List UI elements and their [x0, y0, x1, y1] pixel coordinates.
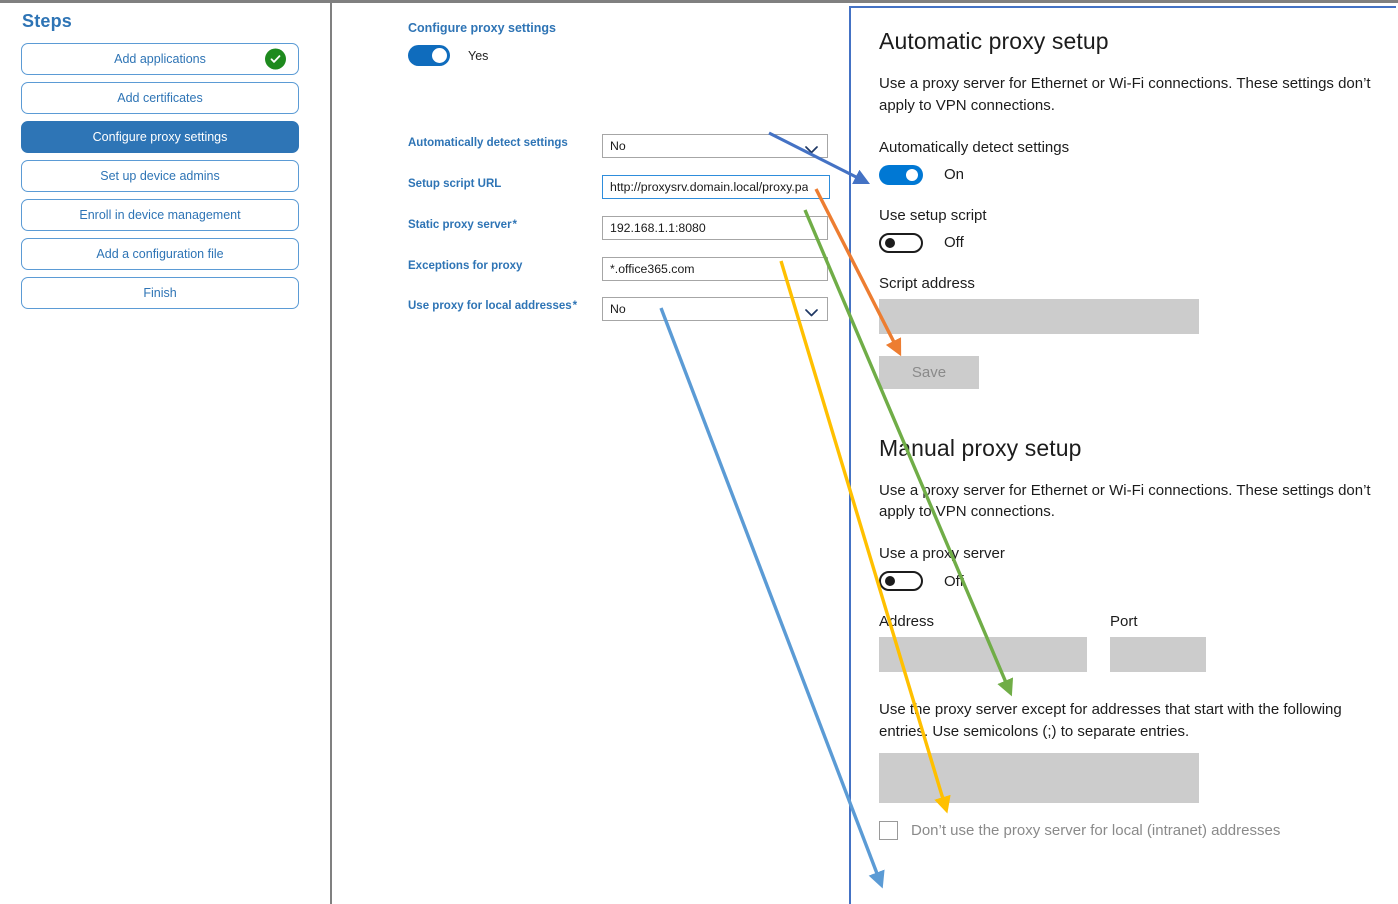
bypass-local-label: Don’t use the proxy server for local (in… [911, 821, 1281, 839]
chevron-down-icon [805, 142, 818, 154]
use-setup-script-toggle-row[interactable]: Off [879, 232, 1389, 253]
windows-settings-content: Automatic proxy setup Use a proxy server… [879, 8, 1389, 840]
field-label: Exceptions for proxy [408, 260, 523, 272]
port-label: Port [1110, 613, 1138, 630]
field-label: Automatically detect settings [408, 137, 568, 149]
toggle-knob [885, 237, 895, 248]
configure-proxy-toggle-row[interactable]: Yes [408, 45, 488, 66]
form-heading: Configure proxy settings [408, 21, 556, 35]
step-label: Set up device admins [100, 168, 220, 183]
bypass-local-checkbox[interactable] [879, 820, 898, 840]
configure-proxy-toggle[interactable] [408, 45, 450, 66]
address-label: Address [879, 613, 935, 630]
top-divider [0, 0, 1398, 3]
chevron-down-icon [805, 305, 818, 317]
field-use-proxy-for-local-addresses: Use proxy for local addresses * No [408, 297, 828, 321]
sidebar-item-add-a-configuration-file[interactable]: Add a configuration file [21, 238, 299, 270]
steps-title: Steps [22, 11, 73, 31]
toggle-knob [906, 168, 918, 181]
toggle-knob [885, 576, 895, 586]
exceptions-input[interactable] [879, 752, 1199, 803]
configure-proxy-toggle-value: Yes [468, 48, 489, 63]
step-label: Add certificates [117, 90, 203, 105]
exceptions-description: Use the proxy server except for addresse… [879, 701, 1342, 740]
sidebar-item-finish[interactable]: Finish [21, 277, 299, 309]
save-button[interactable]: Save [879, 355, 979, 389]
field-label: Setup script URL [408, 178, 502, 190]
script-address-label: Script address [879, 274, 975, 292]
toggle-knob [432, 48, 447, 63]
sidebar-item-add-certificates[interactable]: Add certificates [21, 82, 299, 114]
field-value: 192.168.1.1:8080 [610, 221, 706, 235]
sidebar-item-set-up-device-admins[interactable]: Set up device admins [21, 160, 299, 192]
automatically-detect-settings-select[interactable]: No [602, 134, 828, 158]
field-exceptions-for-proxy: Exceptions for proxy *.office365.com [408, 257, 828, 281]
auto-detect-settings-state: On [944, 166, 965, 183]
proxy-form-panel: Configure proxy settings Yes Automatical… [334, 3, 832, 904]
field-setup-script-url: Setup script URL http://proxysrv.domain.… [408, 175, 830, 199]
automatic-proxy-setup-description: Use a proxy server for Ethernet or Wi-Fi… [879, 75, 1371, 114]
field-static-proxy-server: Static proxy server * 192.168.1.1:8080 [408, 216, 828, 240]
auto-detect-settings-toggle[interactable] [879, 164, 923, 185]
use-a-proxy-server-label: Use a proxy server [879, 545, 1005, 562]
sidebar-item-enroll-in-device-management[interactable]: Enroll in device management [21, 199, 299, 231]
steps-panel: Steps Add applications Add certificates … [0, 3, 332, 904]
use-a-proxy-server-toggle[interactable] [879, 571, 923, 591]
automatic-proxy-setup-heading: Automatic proxy setup [879, 28, 1109, 54]
windows-proxy-settings-panel: Automatic proxy setup Use a proxy server… [849, 6, 1396, 904]
step-label: Add applications [114, 51, 206, 66]
required-marker: * [511, 219, 517, 231]
step-label: Finish [143, 285, 177, 300]
manual-proxy-setup-heading: Manual proxy setup [879, 434, 1082, 461]
use-setup-script-toggle[interactable] [879, 232, 923, 253]
field-label-text: Static proxy server [408, 219, 512, 231]
use-proxy-for-local-addresses-select[interactable]: No [602, 297, 828, 321]
script-address-input[interactable] [879, 298, 1199, 334]
use-setup-script-label: Use setup script [879, 206, 987, 224]
manual-proxy-setup-description: Use a proxy server for Ethernet or Wi-Fi… [879, 481, 1371, 521]
field-value: http://proxysrv.domain.local/proxy.pa [610, 180, 809, 194]
use-a-proxy-server-state: Off [944, 572, 964, 590]
port-column: Port [1110, 613, 1206, 672]
use-setup-script-state: Off [944, 234, 964, 251]
address-port-row: Address Port [879, 613, 1389, 672]
setup-script-url-input[interactable]: http://proxysrv.domain.local/proxy.pa [602, 175, 830, 199]
field-label: Static proxy server * [408, 219, 517, 231]
bypass-local-checkbox-row[interactable]: Don’t use the proxy server for local (in… [879, 820, 1389, 840]
required-marker: * [571, 300, 578, 312]
address-column: Address [879, 613, 1087, 672]
static-proxy-server-input[interactable]: 192.168.1.1:8080 [602, 216, 828, 240]
use-a-proxy-server-toggle-row[interactable]: Off [879, 571, 1389, 591]
port-input[interactable] [1110, 637, 1206, 672]
field-label-text: Use proxy for local addresses [408, 300, 572, 312]
step-label: Configure proxy settings [92, 129, 228, 144]
auto-detect-settings-toggle-row[interactable]: On [879, 164, 1389, 185]
sidebar-item-add-applications[interactable]: Add applications [21, 43, 299, 75]
step-label: Enroll in device management [79, 207, 241, 222]
exceptions-for-proxy-input[interactable]: *.office365.com [602, 257, 828, 281]
field-value: No [610, 139, 626, 153]
sidebar-item-configure-proxy-settings[interactable]: Configure proxy settings [21, 121, 299, 153]
step-label: Add a configuration file [96, 246, 224, 261]
field-automatically-detect-settings: Automatically detect settings No [408, 134, 828, 158]
field-value: No [610, 302, 626, 316]
field-label: Use proxy for local addresses * [408, 300, 577, 312]
steps-list: Add applications Add certificates Config… [21, 43, 299, 316]
address-input[interactable] [879, 637, 1087, 672]
field-value: *.office365.com [610, 262, 695, 276]
auto-detect-settings-label: Automatically detect settings [879, 138, 1070, 156]
check-circle-icon [265, 48, 286, 70]
